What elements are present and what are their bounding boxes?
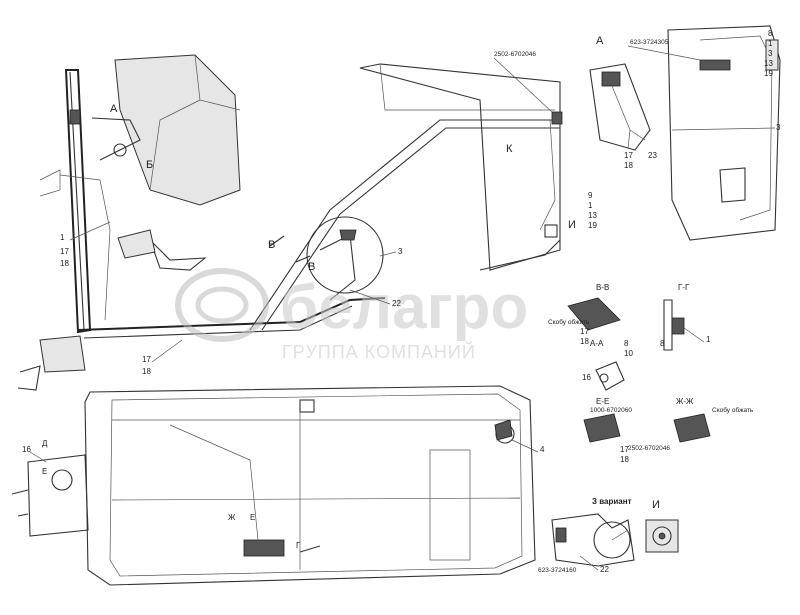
callout-23-a: 23 [648,151,657,160]
callout-18-ee: 18 [620,455,629,464]
callout-17-bottom: 17 [142,355,151,364]
watermark: белагро ГРУППА КОМПАНИЙ [175,268,528,362]
note-v-v: Скобу обжать [548,318,590,326]
callout-1-left: 1 [60,233,65,242]
callout-10-aa: 10 [624,349,633,358]
callout-19: 19 [588,221,597,230]
callout-13: 13 [588,211,597,220]
label-section-e-e: Е-Е [596,397,609,406]
leader-lines [29,45,705,571]
section-zh-zh [673,413,711,443]
label-view-i-small: И [568,219,576,231]
part-number-e-e: 1000-6702060 [590,407,632,414]
label-view-v: В [268,239,275,251]
label-section-v-v: В-В [596,283,609,292]
label-view-i: И [652,499,660,511]
callout-3-center: 3 [398,247,403,256]
detail-view-a [589,63,651,151]
part-number-bottom: 623-3724160 [538,567,577,574]
section-a-a [595,361,625,391]
label-view-z-variant: З вариант [592,497,632,506]
label-view-e-mark: Е [250,513,255,522]
rear-panel-view [667,25,781,241]
section-v-v [567,297,621,331]
plan-view [11,385,536,586]
callout-8-r: 8 [768,29,773,38]
callout-18-a: 18 [624,161,633,170]
callout-16-aa: 16 [582,373,591,382]
callout-9: 9 [588,191,593,200]
callout-17-left: 17 [60,247,69,256]
callout-1-stack: 1 [588,201,593,210]
callout-17-ee: 17 [620,445,629,454]
label-view-k: К [506,143,513,155]
label-view-a-small: А [110,103,118,115]
callout-19-r: 19 [764,69,773,78]
side-view-frame [17,54,563,391]
section-e-e [583,413,621,443]
label-view-b: Б [146,159,153,171]
label-view-g-mark: Г [296,541,301,550]
label-view-d: Д [42,439,48,448]
callout-4: 4 [540,445,545,454]
callout-18-left: 18 [60,259,69,268]
callout-17-a: 17 [624,151,633,160]
watermark-tagline: ГРУППА КОМПАНИЙ [282,341,476,362]
label-section-a-a: А-А [590,339,604,348]
label-view-e-small: Е [42,467,47,476]
label-view-zh-small: Ж [228,513,236,522]
callout-22-bot: 22 [600,565,609,574]
note-zh-zh: Скобу обжать [712,406,754,414]
part-number-top-right: 623-3724305 [630,39,669,46]
part-number-zh-zh: 2502-6702046 [628,445,670,452]
callout-8-gg: 8 [660,339,665,348]
callout-1-gg: 1 [706,335,711,344]
view-z-variant [551,513,635,567]
section-g-g [663,299,685,351]
callout-13-r: 13 [764,59,773,68]
part-numbers: 2502-6702046 623-3724305 1000-6702060 25… [494,39,670,574]
watermark-logo-icon [175,268,269,342]
watermark-brand: белагро [280,273,528,342]
label-section-zh-zh: Ж-Ж [676,397,694,406]
callout-3-right: 3 [776,123,781,132]
callout-17-vv: 17 [580,327,589,336]
view-i-connector [645,519,679,553]
callout-8-aa: 8 [624,339,629,348]
label-view-v2: В [308,261,315,273]
callout-numbers: 1 17 18 17 18 3 22 17 18 23 9 1 13 19 8 … [22,29,781,574]
label-section-g-g: Г-Г [678,283,690,292]
callout-22-center: 22 [392,299,401,308]
label-view-a: А [596,35,604,47]
callout-16-bl: 16 [22,445,31,454]
callout-18-vv: 18 [580,337,589,346]
notes: Скобу обжать Скобу обжать [548,318,754,414]
view-labels: А А Б В В К И В-В Г-Г А-А Е-Е Ж-Ж З вари… [42,35,694,550]
part-number-top-center: 2502-6702046 [494,51,536,58]
callout-18-bottom: 18 [142,367,151,376]
callout-3-r: 3 [768,49,773,58]
callout-1-r: 1 [768,39,773,48]
